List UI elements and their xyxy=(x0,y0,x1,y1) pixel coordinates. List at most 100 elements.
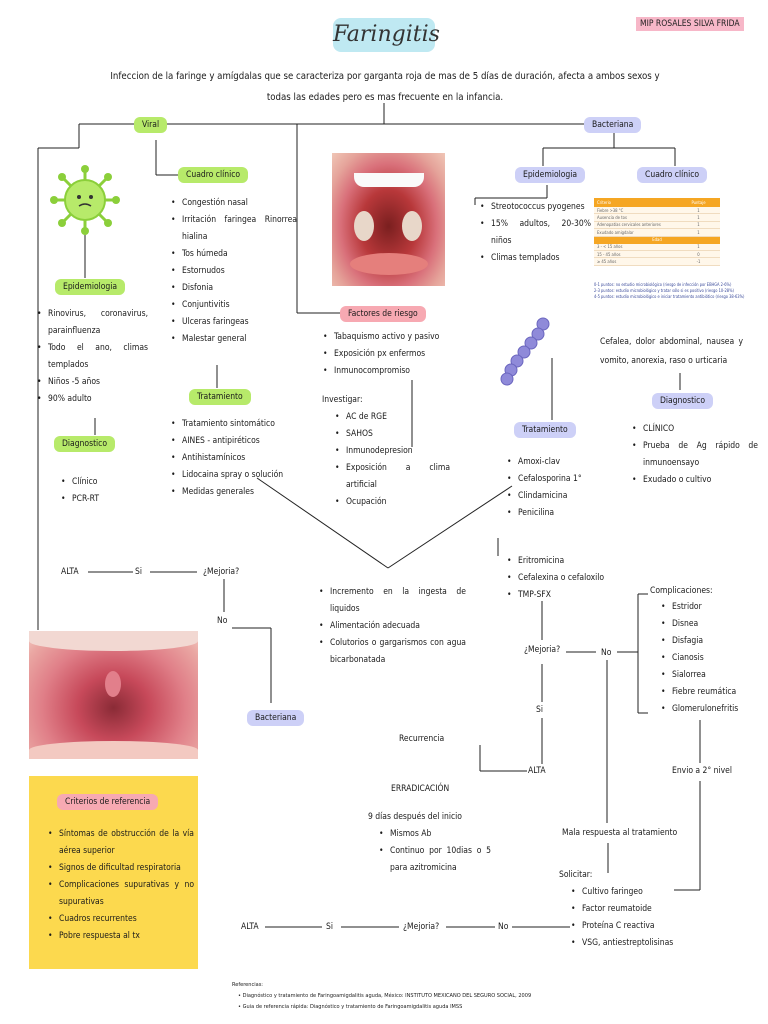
viral-tratamiento-list: Tratamiento sintomático AINES - antipiré… xyxy=(170,416,322,501)
list-item: Colutorios o gargarismos con agua bicarb… xyxy=(319,635,466,669)
list-item: Ocupación xyxy=(335,494,450,511)
list-item: Disnea xyxy=(661,616,762,633)
list-item: 90% adulto xyxy=(37,391,148,408)
bact-cuadro-text: Cefalea, dolor abdominal, nausea y vomit… xyxy=(600,337,743,366)
list-item: Eritromicina xyxy=(507,553,638,570)
viral-tratamiento-title: Tratamiento xyxy=(189,389,251,405)
list-item: Fiebre reumática xyxy=(661,684,762,701)
viral-epi-title: Epidemiologia xyxy=(55,279,126,295)
si-label: Si xyxy=(135,567,142,577)
table-row: ≥ 45 años-1 xyxy=(594,258,720,266)
score-note: 2-3 puntos: estudio microbiológico y tra… xyxy=(594,288,734,294)
list-item: Niños -5 años xyxy=(37,374,148,391)
score-notes: 0-1 puntos: no estudio microbiológico (r… xyxy=(594,282,754,301)
mejoria-bottom-label: ¿Mejoria? xyxy=(403,922,440,932)
score-note: 4-5 puntos: estudio microbiológico e ini… xyxy=(594,294,745,300)
investigar-list: AC de RGE SAHOS Inmunodepresion Exposici… xyxy=(334,409,450,511)
viral-epi-list: Rinovirus, coronavirus, parainfluenza To… xyxy=(36,306,148,408)
table-header: Puntaje xyxy=(691,200,706,205)
viral-diag-title: Diagnostico xyxy=(54,436,116,452)
list-item: Estridor xyxy=(661,599,762,616)
list-item: Síntomas de obstrucción de la vía aérea … xyxy=(48,826,194,860)
envio-label: Envio a 2° nivel xyxy=(672,766,732,776)
list-item: Tos húmeda xyxy=(171,246,297,263)
list-item: Disfonia xyxy=(171,280,297,297)
alta-label: ALTA xyxy=(61,567,79,577)
table-header: Criterio xyxy=(597,200,611,205)
references: Referencias: • Diagnóstico y tratamiento… xyxy=(232,980,531,1013)
list-item: Climas templados xyxy=(480,250,591,267)
list-item: PCR-RT xyxy=(61,491,152,508)
list-item: Todo el ano, climas templados xyxy=(37,340,148,374)
viral-cuadro-list: Congestión nasal Irritación faringea Rin… xyxy=(170,195,297,348)
bact-diag-list: CLÍNICO Prueba de Ag rápido de inmunoens… xyxy=(631,421,758,489)
bact-epi-list: Streotococcus pyogenes 15% adultos, 20-3… xyxy=(479,199,591,267)
mejoria-label: ¿Mejoria? xyxy=(203,567,240,577)
bacteriana-label: Bacteriana xyxy=(584,117,642,133)
list-item: 15% adultos, 20-30% niños xyxy=(480,216,591,250)
alta-bact-label: ALTA xyxy=(528,766,546,776)
bacteriana-box: Bacteriana xyxy=(247,710,305,726)
list-item: Lidocaina spray o solución xyxy=(171,467,322,484)
erradicacion-list: Mismos Ab Continuo por 10dias o 5 para a… xyxy=(378,826,491,877)
list-item: Inmunodepresion xyxy=(335,443,450,460)
no-label: No xyxy=(217,616,228,626)
bact-tratamiento-list-2: Eritromicina Cefalexina o cefaloxilo TMP… xyxy=(506,553,638,604)
list-item: Amoxi-clav xyxy=(507,454,628,471)
erradicacion-label: ERRADICACIÓN xyxy=(391,784,450,794)
list-item: Medidas generales xyxy=(171,484,322,501)
list-item: Exposición px enfermos xyxy=(323,346,474,363)
list-item: Antihistamínicos xyxy=(171,450,322,467)
list-item: AINES - antipiréticos xyxy=(171,433,322,450)
list-item: Clindamicina xyxy=(507,488,628,505)
list-item: Disfagia xyxy=(661,633,762,650)
mejoria-bact-label: ¿Mejoria? xyxy=(524,645,561,655)
no-bact-label: No xyxy=(601,648,612,658)
author-label: MIP ROSALES SILVA FRIDA xyxy=(636,17,744,31)
list-item: Alimentación adecuada xyxy=(319,618,466,635)
bact-cuadro-title: Cuadro clínico xyxy=(637,167,708,183)
complicaciones-list: Estridor Disnea Disfagia Cianosis Sialor… xyxy=(660,599,762,718)
list-item: CLÍNICO xyxy=(632,421,758,438)
list-item: Cultivo faringeo xyxy=(571,884,702,901)
list-item: Tratamiento sintomático xyxy=(171,416,322,433)
list-item: Congestión nasal xyxy=(171,195,297,212)
factores-title: Factores de riesgo xyxy=(340,306,426,322)
recurrencia-label: Recurrencia xyxy=(399,734,445,744)
list-item: Mismos Ab xyxy=(379,826,491,843)
list-item: Ulceras faringeas xyxy=(171,314,297,331)
list-item: Cuadros recurrentes xyxy=(48,911,194,928)
list-item: Sialorrea xyxy=(661,667,762,684)
list-item: Pobre respuesta al tx xyxy=(48,928,194,945)
list-item: Irritación faringea Rinorrea hialina xyxy=(171,212,297,246)
bact-epi-title: Epidemiologia xyxy=(515,167,586,183)
bact-diag-title: Diagnostico xyxy=(652,393,714,409)
virus-icon xyxy=(50,165,120,235)
viral-cuadro-title: Cuadro clínico xyxy=(178,167,249,183)
list-item: Complicaciones supurativas y no supurati… xyxy=(48,877,194,911)
list-item: Estornudos xyxy=(171,263,297,280)
list-item: Cianosis xyxy=(661,650,762,667)
list-item: Exposición a clima artificial xyxy=(335,460,450,494)
reference-item: • Diagnóstico y tratamiento de Faringoam… xyxy=(238,993,532,999)
score-note: 0-1 puntos: no estudio microbiológico (r… xyxy=(594,282,732,287)
no-bottom-label: No xyxy=(498,922,509,932)
list-item: VSG, antiestreptolisinas xyxy=(571,935,702,952)
factores-list: Tabaquismo activo y pasivo Exposición px… xyxy=(322,329,474,380)
si-bact-label: Si xyxy=(536,705,543,715)
references-label: Referencias: xyxy=(232,982,264,988)
complicaciones-title: Complicaciones: xyxy=(650,586,713,596)
viral-label: Viral xyxy=(134,117,168,133)
mala-respuesta-label: Mala respuesta al tratamiento xyxy=(562,828,678,838)
list-item: Conjuntivitis xyxy=(171,297,297,314)
erradicacion-text: 9 días después del inicio xyxy=(368,812,462,822)
medidas-list: Incremento en la ingesta de liquidos Ali… xyxy=(318,584,466,669)
list-item: Proteína C reactiva xyxy=(571,918,702,935)
reference-item: • Guia de referencia rápida: Diagnóstico… xyxy=(238,1004,463,1010)
page-title: Faringitis xyxy=(333,18,440,52)
